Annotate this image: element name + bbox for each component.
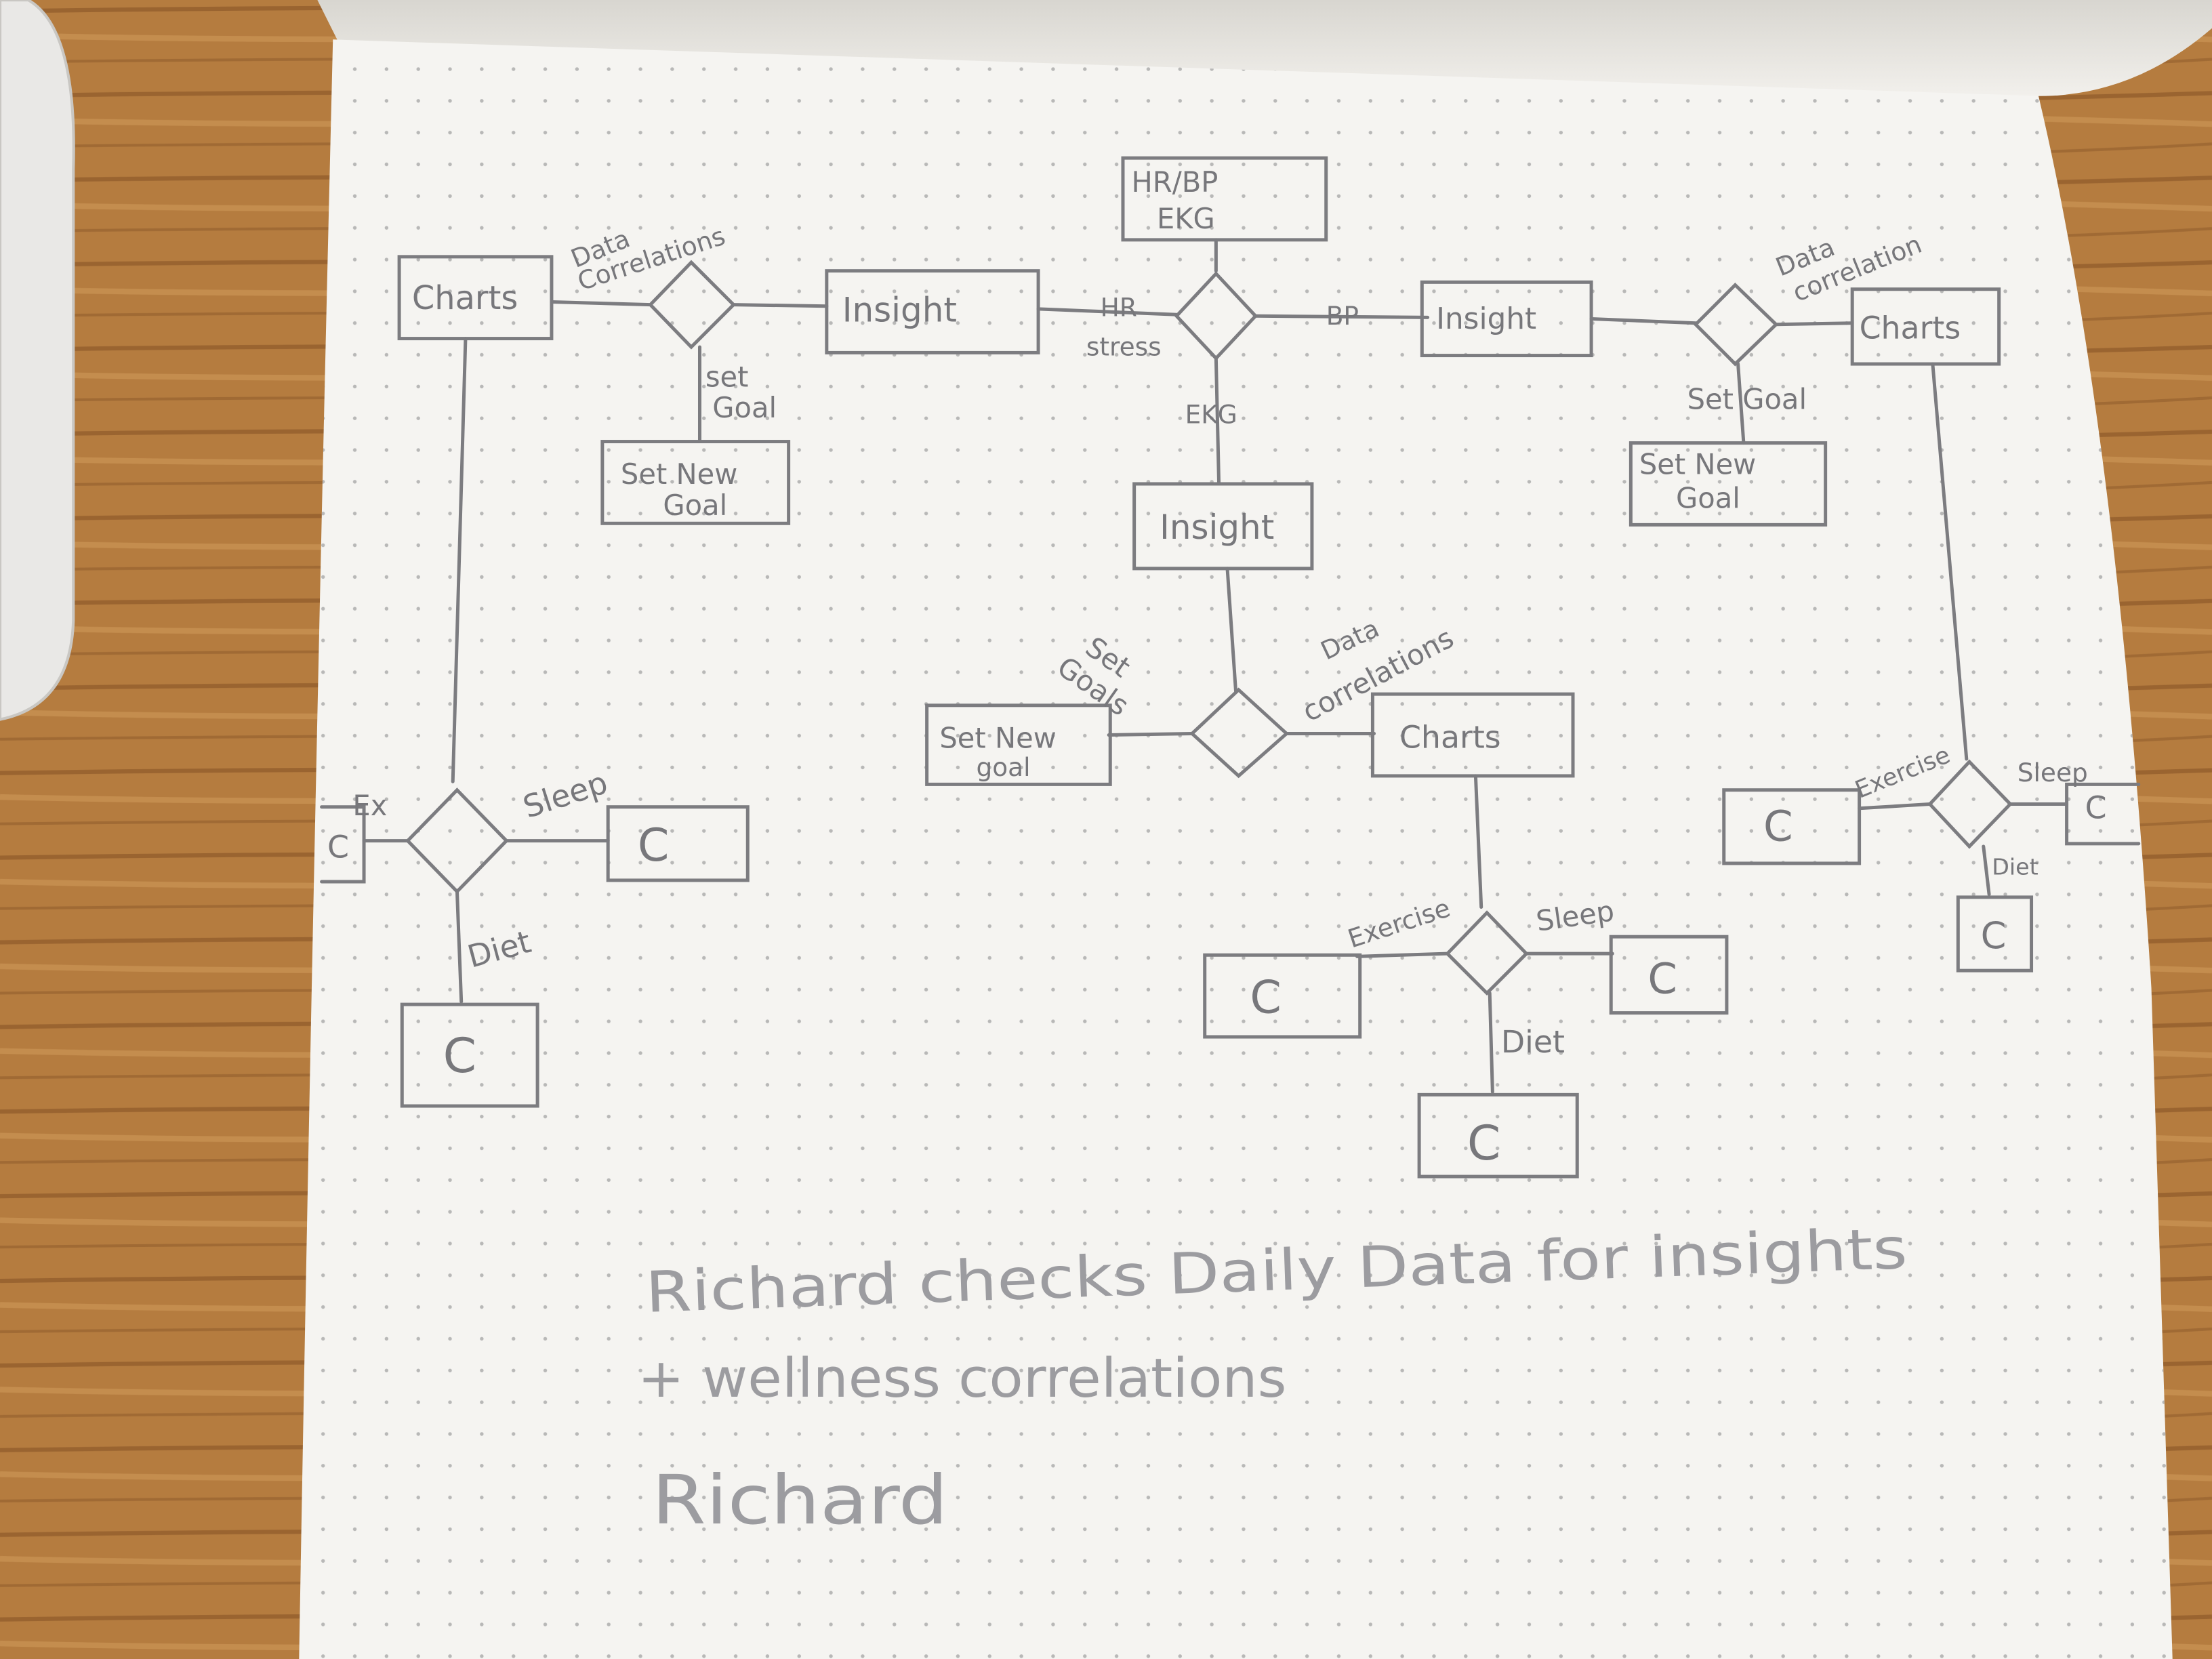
ekg-label-mid: EKG bbox=[1185, 399, 1237, 429]
sleep-label-right: Sleep bbox=[2018, 758, 2088, 787]
charts-label-left: Charts bbox=[412, 280, 518, 317]
diamond-right bbox=[1693, 282, 1779, 367]
insight-box-center bbox=[1132, 482, 1314, 571]
device-corner bbox=[0, 0, 75, 721]
stress-label: stress bbox=[1086, 332, 1162, 362]
charts-label-right: Charts bbox=[1860, 310, 1961, 346]
diamond-left bbox=[648, 260, 736, 350]
c-label-exercise-center: C bbox=[1250, 971, 1282, 1024]
c-box-diet-right bbox=[1956, 895, 2034, 972]
c-label-diet-center: C bbox=[1467, 1115, 1500, 1171]
c-box-diet-center bbox=[1417, 1092, 1579, 1179]
c-box-exercise-right bbox=[1722, 788, 1862, 865]
insight-box-left bbox=[825, 269, 1040, 354]
c-label-diet-left: C bbox=[443, 1027, 476, 1084]
c-box-diet-left bbox=[400, 1002, 539, 1108]
hr-bp-ekg-box bbox=[1121, 156, 1328, 242]
new-goal-label-right-2: Goal bbox=[1676, 481, 1740, 514]
insight-label-left: Insight bbox=[842, 291, 957, 330]
bp-label: BP bbox=[1326, 301, 1359, 331]
new-goal-label-right-1: Set New bbox=[1639, 447, 1756, 480]
diamond-mid bbox=[1189, 687, 1290, 779]
insight-label-center: Insight bbox=[1160, 508, 1274, 547]
c-box-sleep-left bbox=[606, 805, 750, 882]
hr-label: HR bbox=[1101, 292, 1137, 322]
set-goal-label-left-2: Goal bbox=[712, 391, 777, 424]
new-goal-box-center bbox=[925, 703, 1112, 786]
c-label-ex-left: C bbox=[327, 829, 349, 865]
c-label-diet-right: C bbox=[1981, 914, 2007, 957]
diagram-strokes bbox=[320, 156, 2141, 1179]
insight-label-right: Insight bbox=[1436, 302, 1536, 336]
set-goal-label-right: Set Goal bbox=[1687, 383, 1807, 416]
set-goal-label-left-1: set bbox=[705, 360, 749, 393]
c-label-sleep-center: C bbox=[1647, 954, 1677, 1003]
note-line-2: + wellness correlations bbox=[638, 1347, 1287, 1410]
c-label-sleep-right: C bbox=[2085, 789, 2107, 825]
charts-box-right bbox=[1850, 287, 2001, 366]
diamond-bottom-center bbox=[1445, 910, 1529, 996]
new-goal-label-center-2: goal bbox=[976, 752, 1030, 782]
note-line-3: Richard bbox=[652, 1460, 948, 1540]
charts-label-center: Charts bbox=[1399, 718, 1501, 755]
diet-label-right: Diet bbox=[1992, 854, 2038, 880]
c-label-sleep-left: C bbox=[638, 819, 670, 872]
new-goal-label-left-2: Goal bbox=[663, 489, 727, 522]
page-curl bbox=[317, 0, 2212, 96]
new-goal-box-right bbox=[1629, 441, 1828, 527]
ekg-label-top: EKG bbox=[1157, 202, 1215, 235]
c-label-exercise-right: C bbox=[1763, 802, 1793, 851]
charts-box-center bbox=[1370, 692, 1575, 778]
diet-label-center: Diet bbox=[1501, 1023, 1565, 1060]
new-goal-label-left-1: Set New bbox=[621, 457, 737, 491]
c-box-exercise-center bbox=[1203, 953, 1362, 1039]
hr-bp-label: HR/BP bbox=[1131, 165, 1218, 199]
new-goal-label-center-1: Set New bbox=[939, 721, 1056, 754]
c-box-sleep-center bbox=[1609, 935, 1729, 1015]
diamond-bottom-right bbox=[1927, 759, 2013, 849]
new-goal-box-left bbox=[600, 440, 791, 525]
charts-box-left bbox=[397, 255, 554, 341]
ex-label-left: Ex bbox=[352, 789, 387, 822]
